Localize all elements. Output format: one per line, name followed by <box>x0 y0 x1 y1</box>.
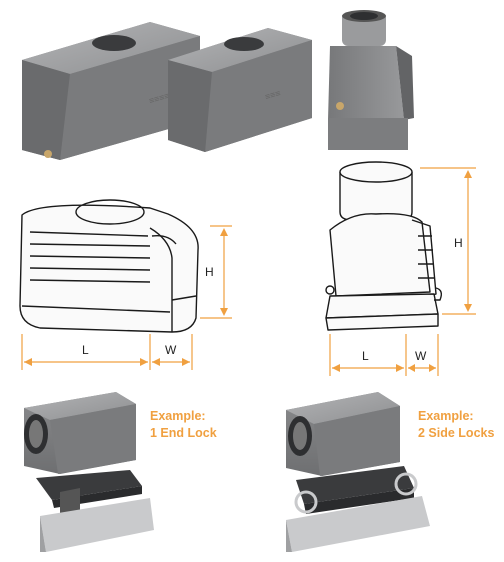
top-hood-left: ≡≡≡≡ <box>22 22 200 160</box>
dim-width-label-left: W <box>165 343 177 357</box>
screw-icon <box>336 102 344 110</box>
drawing-upright-hood <box>325 161 443 331</box>
cable-entry-hole <box>224 37 264 51</box>
top-hood-middle: ≡≡≡ <box>168 28 312 152</box>
dim-length-label-left: L <box>82 343 89 357</box>
example-subtitle: 2 Side Locks <box>418 426 495 440</box>
example-side-locks-assembly <box>286 392 430 552</box>
example-subtitle: 1 End Lock <box>150 426 217 440</box>
dimension-lines-left <box>21 225 232 370</box>
cable-entry-hole <box>92 35 136 51</box>
example-caption-end-lock: Example: 1 End Lock <box>150 408 217 442</box>
screw-icon <box>44 150 52 158</box>
dimension-lines-right <box>329 167 476 376</box>
example-title: Example: <box>418 409 474 423</box>
example-end-lock-assembly <box>24 392 154 552</box>
dim-height-label-right: H <box>454 236 463 250</box>
side-lock-icon <box>394 472 418 496</box>
dim-height-label-left: H <box>205 265 214 279</box>
dim-width-label-right: W <box>415 349 427 363</box>
top-hood-upright <box>328 10 414 150</box>
example-title: Example: <box>150 409 206 423</box>
dim-length-label-right: L <box>362 349 369 363</box>
embossed-logo: ≡≡≡ <box>264 88 282 102</box>
drawing-horizontal-hood <box>19 199 199 333</box>
side-lock-icon <box>294 490 318 514</box>
example-caption-side-locks: Example: 2 Side Locks <box>418 408 494 442</box>
